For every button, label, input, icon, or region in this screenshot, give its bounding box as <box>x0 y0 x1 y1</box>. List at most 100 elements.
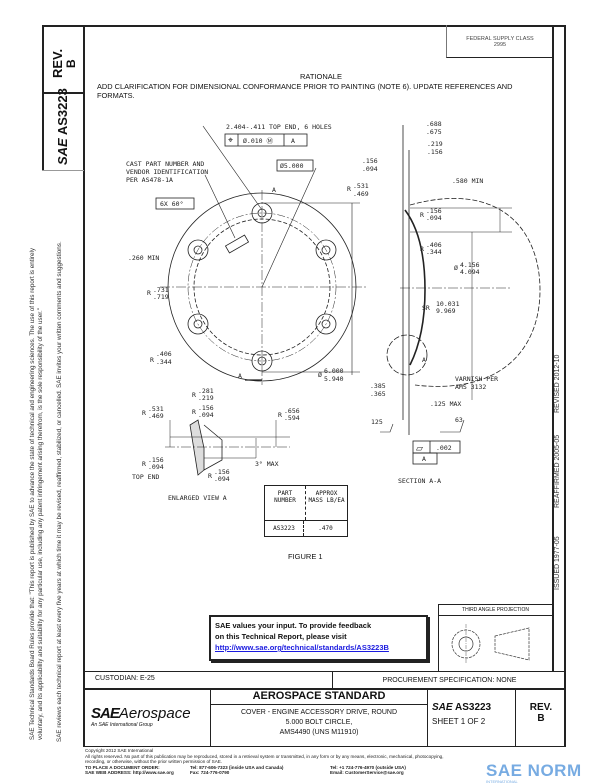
rev-label-title: REV. <box>529 702 553 713</box>
watermark-sub: INTERNATIONAL <box>486 779 518 784</box>
r-344a: .344 <box>156 358 172 366</box>
flatness-symbol: ⏥ <box>416 444 423 454</box>
part-id-pad <box>224 234 250 254</box>
web-address[interactable]: http://www.sae.org <box>132 770 174 776</box>
ev-r281: .281 <box>198 387 214 395</box>
r-731: .731 <box>153 286 169 294</box>
ev-594: .594 <box>284 414 300 422</box>
bolt-hole <box>251 350 273 372</box>
rev-box-divider <box>42 92 84 94</box>
r-prefix: R <box>420 211 424 219</box>
ev-r156c: .156 <box>214 468 230 476</box>
t-156: .156 <box>362 157 378 165</box>
finish-63: 63 <box>455 416 463 424</box>
r-406a: .406 <box>156 350 172 358</box>
document-title: COVER - ENGINE ACCESSORY DRIVE, ROUND 5.… <box>211 705 427 738</box>
varnish-1: VARNISH PER <box>455 375 498 383</box>
min-260: .260 MIN <box>128 254 159 262</box>
d-385: .385 <box>370 382 386 390</box>
sr-label: SR <box>422 304 430 312</box>
r-prefix: R <box>420 245 424 253</box>
frame-right-outer <box>564 25 566 747</box>
order-label: TO PLACE A DOCUMENT ORDER: <box>85 764 160 770</box>
doc-box-bottom <box>42 170 84 171</box>
position-symbol: ⌖ <box>228 136 233 146</box>
r-prefix: R <box>142 409 146 417</box>
feedback-line-1: SAE values your input. To provide feedba… <box>215 621 372 630</box>
feedback-line-2: on this Technical Report, please visit <box>215 632 347 641</box>
ev-r094c: .094 <box>214 475 230 483</box>
title-line-3: AMS4490 (UNS M11910) <box>279 729 359 736</box>
r-156b: .156 <box>426 207 442 215</box>
logo-aerospace: Aerospace <box>118 705 191 722</box>
mass-table-header-mass: APPROX MASS LB/EA <box>308 490 345 504</box>
section-title: SECTION A-A <box>398 477 441 485</box>
d-688: .688 <box>426 120 442 128</box>
dia-6000: 6.000 <box>324 367 344 375</box>
rev-value-title: B <box>537 713 545 724</box>
bolt-hole <box>187 313 209 335</box>
r-prefix: R <box>192 391 196 399</box>
mass-table-mass: .470 <box>318 525 333 532</box>
r-prefix: R <box>208 472 212 480</box>
procurement-spec: PROCUREMENT SPECIFICATION: NONE <box>382 677 517 684</box>
rights-2: recording, or otherwise, without the pri… <box>85 759 223 765</box>
copyright: Copyright 2012 SAE International <box>85 748 154 753</box>
supply-class-box: FEDERAL SUPPLY CLASS 2995 <box>446 25 553 58</box>
d-365: .365 <box>370 390 386 398</box>
r-prefix: R <box>278 411 282 419</box>
footer: Copyright 2012 SAE International All rig… <box>85 748 565 776</box>
r-prefix: R <box>142 460 146 468</box>
frame-left-column-left <box>42 25 44 170</box>
ev-656: .656 <box>284 407 300 415</box>
position-datum: A <box>291 137 295 145</box>
ev-3max: 3° MAX <box>255 460 279 468</box>
ev-r094: .094 <box>198 411 214 419</box>
finish-125: 125 <box>371 418 383 426</box>
bolt-hole <box>315 239 337 261</box>
watermark-text: SAE NORM <box>486 761 582 780</box>
third-angle-projection-symbol <box>451 624 530 664</box>
logo-tagline: An SAE International Group <box>91 722 153 728</box>
front-view <box>160 125 366 385</box>
basic-dim-box <box>276 159 314 172</box>
ev-topend: TOP END <box>132 473 159 481</box>
title-block: SAEAerospace An SAE International Group … <box>83 688 566 747</box>
r-prefix: R <box>347 185 351 193</box>
cast-note-1: CAST PART NUMBER AND <box>126 160 204 168</box>
table-row: AS3223 .470 <box>265 521 347 536</box>
frame-right-inner <box>552 25 554 671</box>
doc-number-title: AS3223 <box>454 702 492 713</box>
r-prefix: R <box>150 356 154 364</box>
title-block-top <box>83 688 566 690</box>
r-prefix: R <box>192 408 196 416</box>
varnish-2: AMS 3132 <box>455 383 486 391</box>
angle-dim: 6X 60° <box>160 200 183 208</box>
custodian-row: CUSTODIAN: E-25 PROCUREMENT SPECIFICATIO… <box>83 671 566 689</box>
sae-aerospace-logo: SAEAerospace An SAE International Group <box>83 688 211 746</box>
feedback-link[interactable]: http://www.sae.org/technical/standards/A… <box>215 643 389 652</box>
email[interactable]: Email: CustomerService@sae.org <box>330 770 404 776</box>
mass-table-header-part: PART NUMBER <box>265 486 306 520</box>
rationale-title: RATIONALE <box>300 72 342 81</box>
sheet-number: SHEET 1 OF 2 <box>432 717 486 726</box>
basic-dim: Ø5.000 <box>280 162 304 170</box>
doc-sae-logo: SAE <box>432 702 453 713</box>
dia-prefix: Ø <box>454 264 458 272</box>
bolt-hole <box>315 313 337 335</box>
supply-class-number: 2995 <box>493 42 507 48</box>
datum-a-box <box>412 452 438 465</box>
hole-callout: 2.404-.411 TOP END, 6 HOLES <box>226 123 332 131</box>
title-line-2: 5.000 BOLT CIRCLE, <box>285 719 353 726</box>
dome-profile <box>409 198 541 387</box>
ev-r469: .469 <box>148 412 164 420</box>
r-prefix: R <box>147 289 151 297</box>
ev-r531: .531 <box>148 405 164 413</box>
section-marker-detail: A <box>422 356 426 364</box>
detail-a-circle <box>386 334 428 376</box>
title-line-1: COVER - ENGINE ACCESSORY DRIVE, ROUND <box>240 709 398 716</box>
section-marker-top: A <box>272 186 276 194</box>
r-344b: .344 <box>426 248 442 256</box>
ev-r156b: .156 <box>148 456 164 464</box>
rights: All rights reserved. No part of this pub… <box>85 753 444 759</box>
